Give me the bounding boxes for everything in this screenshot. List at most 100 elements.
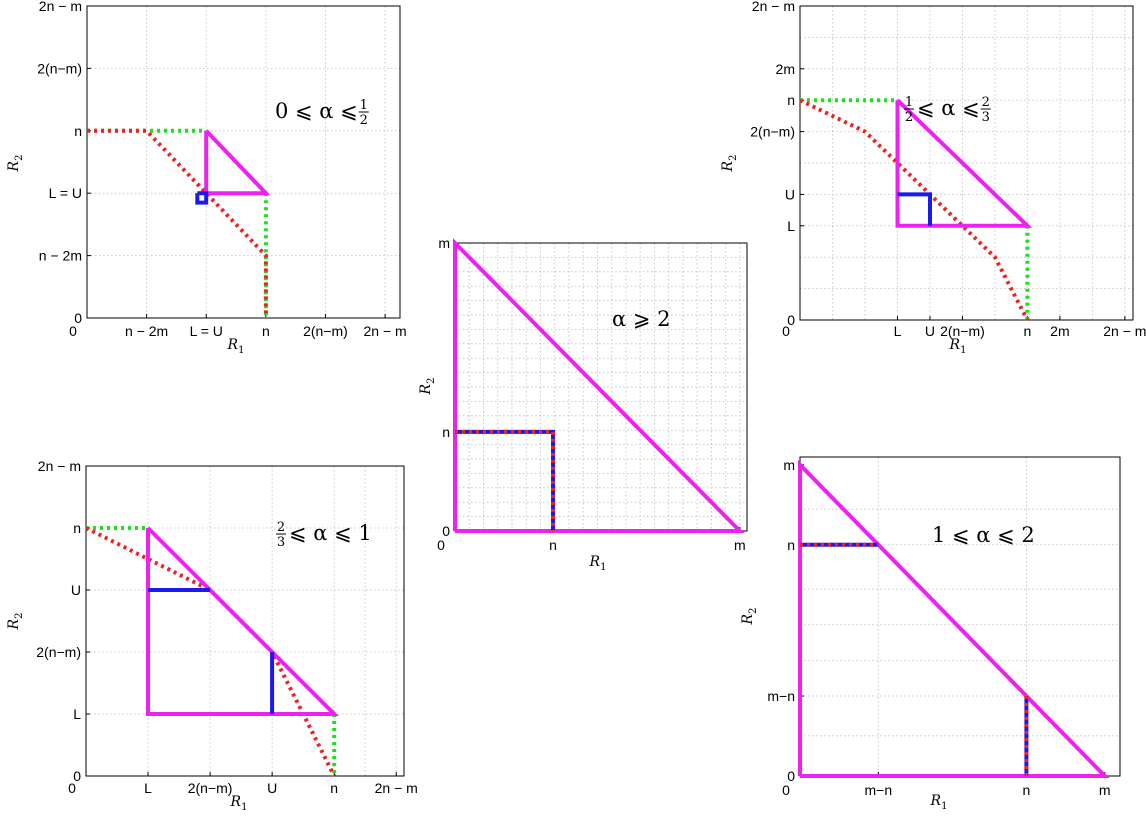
panel-c: 0 n m 0 n mR1 R2 α ⩾ 2 (418, 235, 748, 573)
panel-e-xtick-label-3: m (1099, 782, 1111, 798)
panel-e-ytick-label-1: m−n (767, 688, 795, 704)
panel-d-annotation: 23 ⩽ α ⩽ 1 (276, 520, 372, 550)
panel-a: 0 n − 2m L = U n 2(n−m) 2n − m 0 n − 2m L = U n 2(… (6, 0, 407, 356)
panel-d-xtick-label-3: U (267, 780, 277, 796)
svg-text:α ⩾ 2: α ⩾ 2 (612, 307, 671, 331)
svg-text:⩽ α ⩽ 1: ⩽ α ⩽ 1 (289, 521, 372, 545)
panel-b-series-4-blue (897, 192, 932, 226)
panel-b-xlabel: R1 (949, 337, 967, 356)
svg-text:1 ⩽ α ⩽ 2: 1 ⩽ α ⩽ 2 (932, 523, 1035, 547)
panel-e-ylabel: R2 (740, 608, 759, 626)
panel-a-ytick-label-1: n − 2m (39, 248, 82, 264)
panel-a-xlabel: R1 (227, 337, 245, 356)
panel-d-xtick-label-0: 0 (68, 780, 76, 796)
panel-a-axes-frame (86, 5, 401, 319)
panel-c-xlabel: R1 (589, 554, 607, 573)
svg-text:2: 2 (905, 110, 913, 125)
panel-a-ytick-label-5: 2n − m (39, 0, 82, 14)
svg-text:1: 1 (360, 98, 368, 113)
panel-c-xtick-label-0: 0 (437, 537, 445, 553)
panel-e-grid (800, 457, 1120, 776)
panel-c-ytick-label-0: 0 (442, 523, 450, 539)
panel-a-xtick-label-2: L = U (190, 323, 223, 339)
svg-text:1: 1 (905, 95, 913, 110)
panel-d-grid (85, 465, 404, 777)
panel-a-ytick-label-0: 0 (74, 310, 82, 326)
panel-b-ytick-label-0: 0 (787, 312, 795, 328)
panel-c-ylabel: R2 (418, 378, 437, 396)
panel-a-xtick-label-5: 2n − m (363, 323, 406, 339)
panel-e-ytick-label-3: m (783, 457, 795, 473)
panel-d-ytick-label-1: L (73, 706, 81, 722)
panel-b-ylabel: R2 (720, 155, 739, 173)
panel-a-xtick-label-4: 2(n−m) (303, 323, 348, 339)
panel-b-xtick-label-2: U (925, 323, 935, 339)
panel-e-series-0-magenta (798, 459, 1110, 778)
svg-text:⩽ α ⩽: ⩽ α ⩽ (917, 96, 980, 120)
panel-b-ytick-label-6: 2n − m (752, 0, 795, 14)
panel-d-xtick-label-1: L (144, 780, 152, 796)
panel-b-ytick-label-2: U (785, 186, 795, 202)
panel-c-series-0-magenta (453, 238, 745, 533)
panel-b-series-2-red-dotted (799, 98, 1030, 321)
svg-text:2: 2 (982, 95, 990, 110)
panel-a-annotation: 0 ⩽ α ⩽ 12 (275, 98, 369, 128)
panel-d-ytick-label-5: 2n − m (38, 458, 81, 474)
panel-a-grid (86, 5, 400, 319)
panel-a-ytick-label-2: L = U (49, 185, 82, 201)
panel-c-series-2-red-dotted (455, 429, 555, 531)
panel-d-ytick-label-3: U (71, 582, 81, 598)
panel-b-xtick-label-0: 0 (782, 323, 790, 339)
panel-a-series-3-magenta (204, 129, 271, 196)
svg-text:2: 2 (360, 113, 368, 128)
panel-a-xtick-label-3: n (262, 323, 270, 339)
panel-a-xtick-label-0: 0 (69, 323, 77, 339)
panel-b-xtick-label-3: 2(n−m) (940, 323, 985, 339)
panel-d-xtick-label-2: 2(n−m) (188, 780, 233, 796)
svg-text:2: 2 (277, 520, 285, 535)
panel-d-series-3-magenta (146, 526, 340, 716)
panel-b-xtick-label-4: n (1024, 323, 1032, 339)
panel-b-xtick-label-5: 2m (1050, 323, 1069, 339)
panel-e-axes-frame (799, 456, 1121, 777)
panel-d-xlabel: R1 (230, 794, 248, 813)
panel-c-ytick-label-2: m (438, 235, 450, 251)
panel-b-axes-frame (799, 5, 1134, 321)
panel-d-axes-frame (85, 465, 405, 777)
panel-b-annotation: 12 ⩽ α ⩽ 23 (904, 95, 991, 125)
panel-c-ytick-label-1: n (442, 424, 450, 440)
panel-d-ytick-label-4: n (73, 520, 81, 536)
panel-a-series-4-blue (195, 191, 209, 205)
panel-c-annotation: α ⩾ 2 (612, 307, 671, 331)
panel-e-xtick-label-0: 0 (782, 782, 790, 798)
panel-e-xlabel: R1 (930, 793, 948, 812)
panel-a-xtick-label-1: n − 2m (125, 323, 168, 339)
panel-d-xtick-label-4: n (330, 780, 338, 796)
panel-b-ytick-label-5: 2m (776, 61, 795, 77)
svg-text:3: 3 (277, 535, 285, 550)
panel-d-xtick-label-5: 2n − m (375, 780, 418, 796)
panel-d-ytick-label-0: 0 (73, 768, 81, 784)
panel-b-xtick-label-6: 2n − m (1103, 323, 1146, 339)
panel-b-ytick-label-1: L (787, 218, 795, 234)
panel-c-xtick-label-1: n (549, 537, 557, 553)
svg-text:3: 3 (982, 110, 990, 125)
panel-a-series-2-red-dotted (87, 128, 268, 318)
panel-e-xtick-label-1: m−n (865, 782, 893, 798)
panel-b-xtick-label-1: L (894, 323, 902, 339)
panel-a-ytick-label-4: 2(n−m) (37, 60, 82, 76)
panel-e-ytick-label-2: n (787, 537, 795, 553)
panel-b-ytick-label-4: n (787, 92, 795, 108)
panel-a-ytick-label-3: n (74, 123, 82, 139)
panel-a-ylabel: R2 (6, 155, 25, 173)
panel-e-xtick-label-2: n (1023, 782, 1031, 798)
panel-d-ylabel: R2 (6, 613, 25, 631)
panel-e-annotation: 1 ⩽ α ⩽ 2 (932, 523, 1035, 547)
panel-c-xtick-label-2: m (734, 537, 746, 553)
panel-b-series-3-magenta (895, 98, 1033, 228)
panel-d-ytick-label-2: 2(n−m) (36, 644, 81, 660)
panel-b-ytick-label-3: 2(n−m) (750, 124, 795, 140)
